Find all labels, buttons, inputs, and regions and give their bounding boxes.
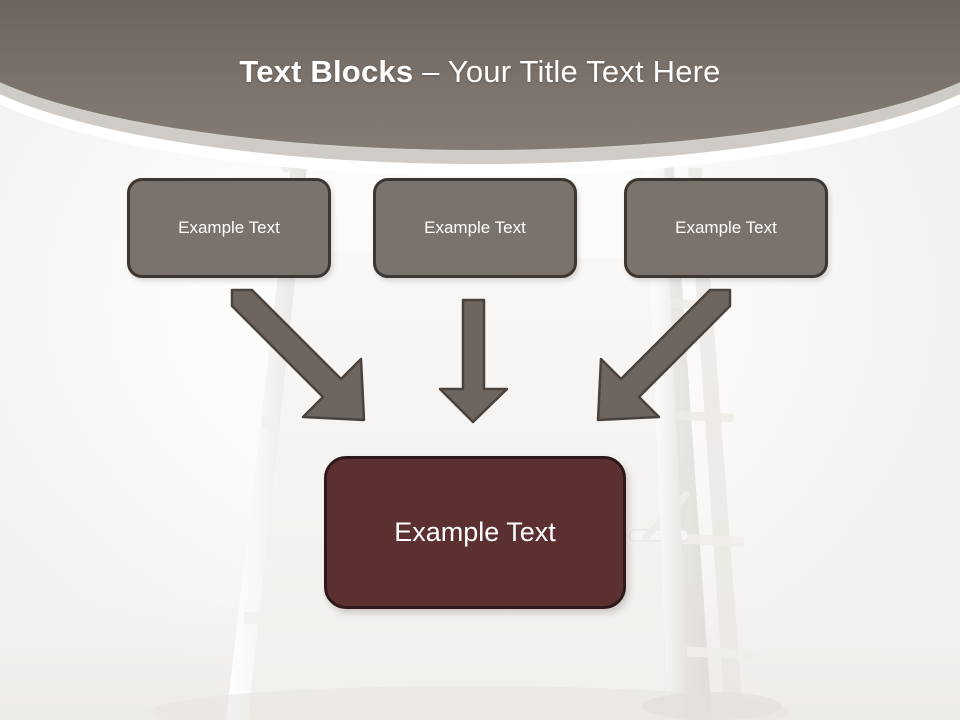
text-block-node-1-label: Example Text [178,218,280,237]
text-block-node-1[interactable]: Example Text [127,178,331,278]
result-node-label: Example Text [394,517,556,547]
arrow-center-vertical-icon [438,298,509,424]
text-block-node-3-label: Example Text [675,218,777,237]
text-block-node-2[interactable]: Example Text [373,178,577,278]
page-title-light: Your Title Text Here [447,54,721,89]
page-title: Text Blocks – Your Title Text Here [0,50,960,94]
arrow-left-diagonal-icon [230,288,366,422]
header-band [0,0,960,150]
arrow-right-diagonal-icon [596,288,732,422]
text-block-node-3[interactable]: Example Text [624,178,828,278]
page-title-bold: Text Blocks [239,54,414,89]
page-title-separator: – [413,54,448,89]
result-node[interactable]: Example Text [324,456,626,609]
text-block-node-2-label: Example Text [424,218,526,237]
